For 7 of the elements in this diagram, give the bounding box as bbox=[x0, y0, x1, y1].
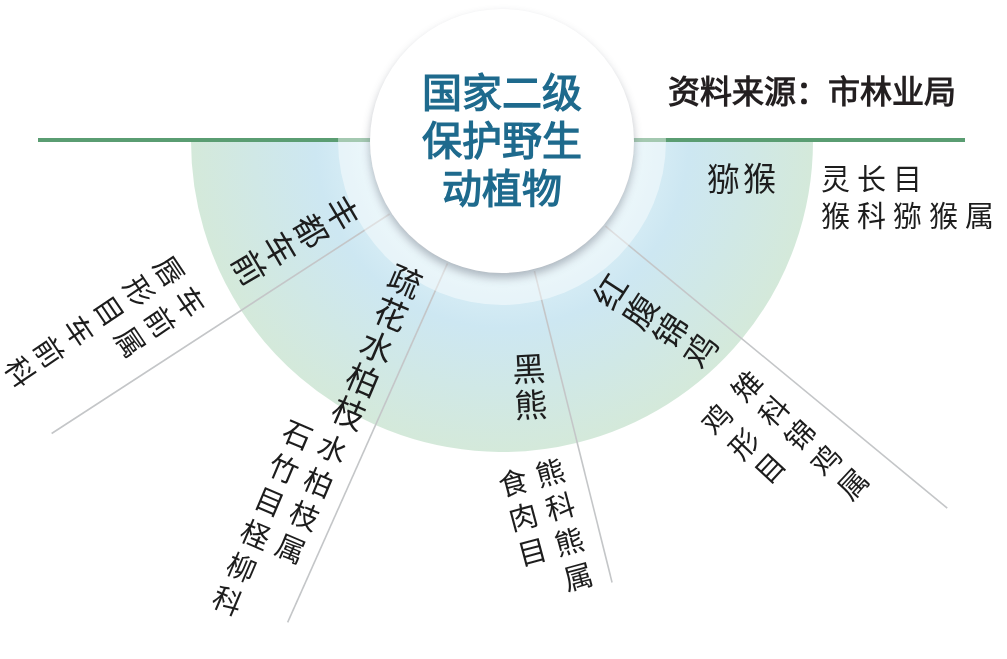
species-name: 红腹锦鸡 bbox=[585, 268, 726, 378]
classification-text: 灵长目 bbox=[820, 162, 929, 198]
species-name: 猕猴 bbox=[706, 162, 779, 198]
circle-heading: 国家二级保护野生动植物 bbox=[421, 69, 583, 213]
classification-text: 猴科猕猴属 bbox=[820, 199, 1001, 235]
source-note: 资料来源：市林业局 bbox=[668, 74, 956, 110]
species-name: 黑熊 bbox=[507, 350, 547, 425]
